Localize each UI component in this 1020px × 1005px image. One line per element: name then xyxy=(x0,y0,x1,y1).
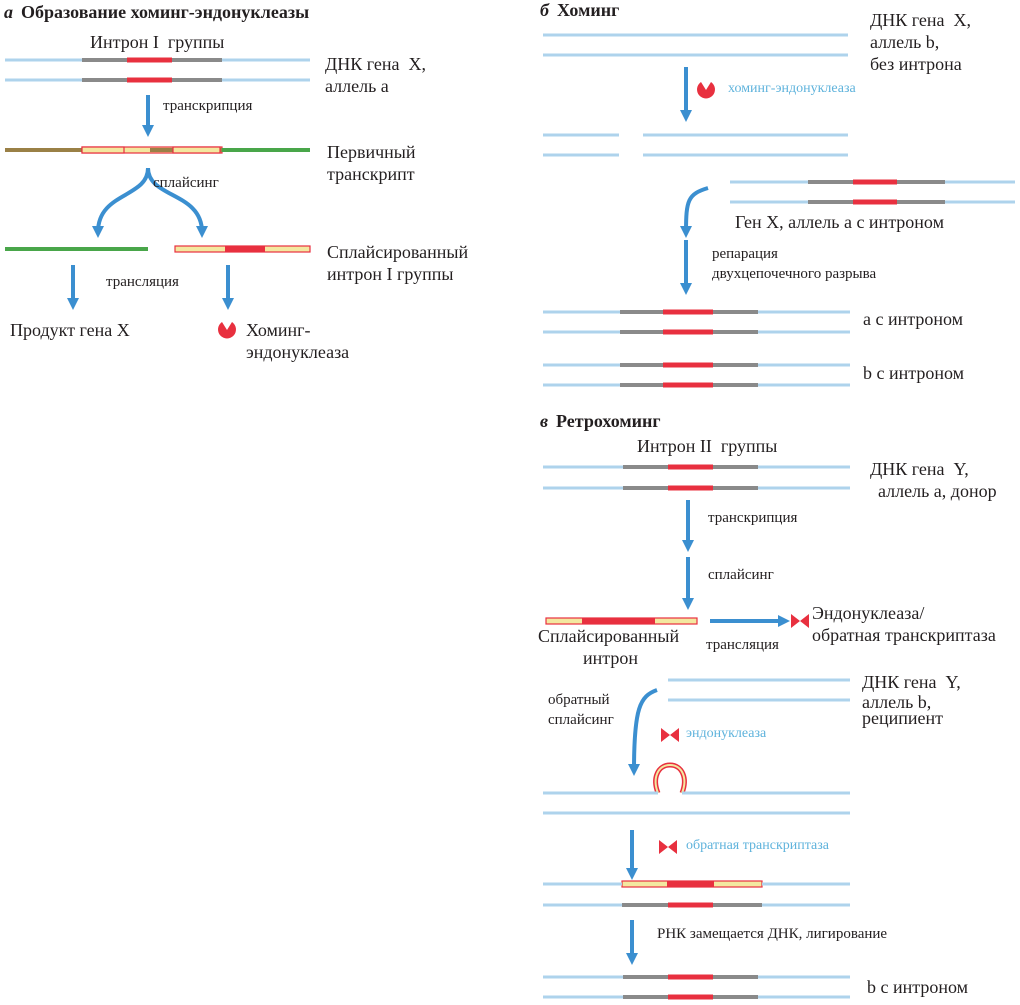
panel-a-transcript-label-2: транскрипт xyxy=(327,164,415,184)
panel-c-step-reverse-2: сплайсинг xyxy=(548,712,614,728)
c-enzyme-rt-icon xyxy=(791,614,809,628)
panel-b-dna-label-3: без интрона xyxy=(870,54,962,74)
panel-c-dna-label-1: ДНК гена Y, xyxy=(870,459,969,479)
panel-c-letter: в xyxy=(540,411,549,431)
panel-c-title: Ретрохоминг xyxy=(556,411,661,431)
panel-b-letter: б xyxy=(540,0,549,20)
homing-endonuclease-icon xyxy=(218,322,236,339)
c-intron-loop-fill xyxy=(654,763,686,794)
panel-a-product-label: Продукт гена X xyxy=(10,320,130,340)
panel-a-step-splicing: сплайсинг xyxy=(153,175,219,191)
panel-b-header: б Хоминг xyxy=(540,0,619,21)
panel-b-result-b: b с интроном xyxy=(863,363,965,383)
panel-a-letter: а xyxy=(4,2,13,22)
panel-a-header: а Образование хоминг-эндонуклеазы xyxy=(4,2,309,23)
panel-b-dna-label-1: ДНК гена X, xyxy=(870,10,972,30)
panel-c-recipient-label-3: реципиент xyxy=(862,708,944,728)
panel-c-step-transcription: транскрипция xyxy=(708,510,798,526)
panel-c-step-reverse-1: обратный xyxy=(548,692,610,708)
panel-c-enzyme-label-1: Эндонуклеаза/ xyxy=(812,603,925,623)
panel-b-gene-label: Ген X, аллель a с интроном xyxy=(735,212,944,232)
a-arrow-split-left xyxy=(92,167,150,238)
panel-a-spliced-label-2: интрон I группы xyxy=(327,264,454,284)
panel-a-dna-label-2: аллель a xyxy=(325,76,389,96)
panel-a-intron-label: Интрон I группы xyxy=(90,32,225,52)
panel-a-step-translation: трансляция xyxy=(106,274,179,290)
b-homing-endonuclease-icon xyxy=(697,82,715,99)
panel-c-recipient-label-2: аллель b, xyxy=(862,692,932,712)
b-arrow-invade xyxy=(680,186,709,238)
panel-b-enzyme-label: хоминг-эндонуклеаза xyxy=(728,81,856,96)
a-arrow-split-right xyxy=(146,167,208,238)
panel-a-title: Образование хоминг-эндонуклеазы xyxy=(21,2,310,22)
panel-c-result-b: b с интроном xyxy=(867,977,969,997)
c-rt-icon xyxy=(659,840,677,854)
panel-c-rt-label: обратная транскриптаза xyxy=(686,838,829,853)
panel-b-result-a: a с интроном xyxy=(863,309,964,329)
panel-a-spliced-label-1: Сплайсированный xyxy=(327,242,469,262)
panel-b-step-repair-1: репарация xyxy=(712,246,778,262)
panel-c-spliced-label-1: Сплайсированный xyxy=(538,626,680,646)
panel-c-header: в Ретрохоминг xyxy=(540,411,661,432)
a-transcript-seg1 xyxy=(81,146,125,154)
panel-a-dna-label-1: ДНК гена X, xyxy=(325,54,427,74)
panel-b-title: Хоминг xyxy=(556,0,620,20)
panel-b-dna-label-2: аллель b, xyxy=(870,32,940,52)
panel-a-transcript-label-1: Первичный xyxy=(327,142,416,162)
panel-c-dna-label-2: аллель a, донор xyxy=(878,481,997,501)
a-transcript-seg2 xyxy=(172,146,221,154)
panel-a-enzyme-label-2: эндонуклеаза xyxy=(246,342,350,362)
panel-c-step-translation: трансляция xyxy=(706,637,779,653)
panel-c-intron-label: Интрон II группы xyxy=(637,436,778,456)
panel-c-step-splicing: сплайсинг xyxy=(708,567,774,583)
panel-c-recipient-label-1: ДНК гена Y, xyxy=(862,672,961,692)
panel-b-step-repair-2: двухцепочечного разрыва xyxy=(712,266,877,282)
panel-c-spliced-label-2: интрон xyxy=(583,648,638,668)
panel-c-step-replace: РНК замещается ДНК, лигирование xyxy=(657,926,888,942)
panel-c-enzyme-label-2: обратная транскриптаза xyxy=(812,625,996,645)
c-endonuclease-icon xyxy=(661,728,679,742)
panel-a-enzyme-label-1: Хоминг- xyxy=(246,320,311,340)
c-arrow-reverse-splicing xyxy=(628,688,658,776)
panel-a-step-transcription: транскрипция xyxy=(163,98,253,114)
panel-c-endonuclease-label: эндонуклеаза xyxy=(686,726,767,741)
